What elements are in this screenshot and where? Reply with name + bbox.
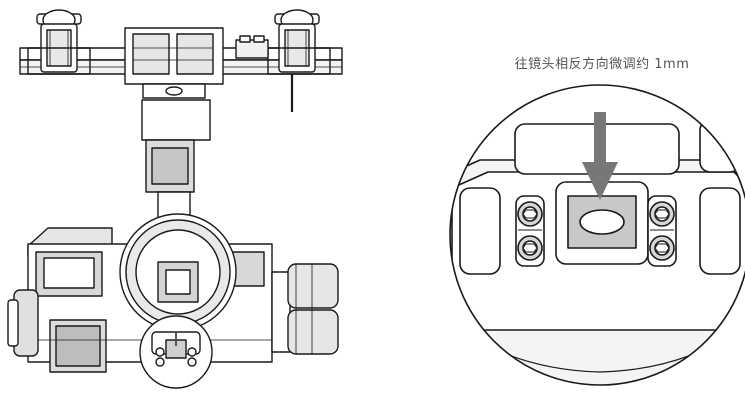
lens-ring: [119, 213, 237, 331]
right-screw-pair: [647, 195, 677, 267]
adjustment-caption: 往镜头相反方向微调约 1mm: [514, 57, 690, 72]
left-motor: [7, 289, 39, 357]
gimbal-assembly: [7, 9, 343, 389]
connector-board: [235, 35, 294, 112]
right-damper-clamp: [267, 9, 331, 75]
callout-circle: [139, 315, 213, 389]
zoom-circle-border: [449, 84, 745, 386]
yaw-housing: [124, 27, 224, 99]
left-screw-pair: [515, 195, 545, 267]
right-motor: [271, 263, 339, 355]
left-damper-clamp: [27, 9, 91, 75]
down-arrow-icon: [582, 112, 618, 200]
zoom-detail: [449, 84, 745, 386]
